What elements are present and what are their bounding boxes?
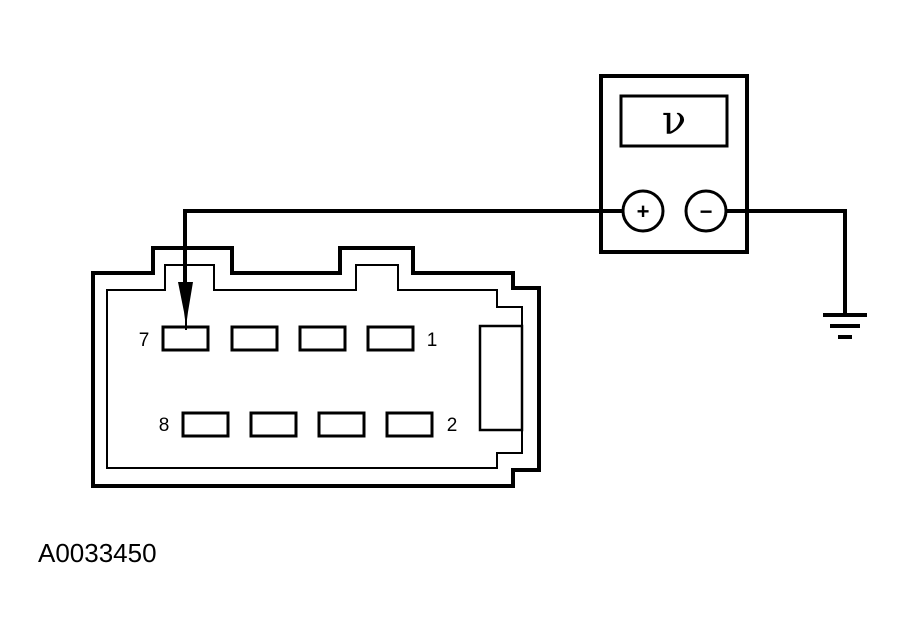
pin-label-1: 1: [427, 330, 438, 351]
connector-cavity: [106, 264, 523, 469]
test-probe-tip: [178, 282, 193, 327]
connector-pin: [298, 325, 347, 352]
pin-label-7: 7: [139, 330, 150, 351]
connector-pin: [249, 411, 298, 438]
connector-housing: [91, 246, 541, 488]
connector-pin: [317, 411, 366, 438]
connector-lock-tab: [478, 324, 524, 432]
connector-pin-1: [366, 325, 415, 352]
voltmeter-symbol: ν: [662, 98, 686, 144]
ground-icon: [823, 313, 867, 339]
connector-pin-8: [181, 411, 230, 438]
figure-id-label: A0033450: [38, 538, 157, 568]
pin-label-8: 8: [159, 415, 170, 436]
positive-test-lead: [183, 209, 623, 290]
negative-test-lead: [726, 209, 847, 313]
multimeter-body: [599, 74, 749, 254]
connector-pin-7: [161, 325, 210, 352]
negative-terminal-label: −: [700, 199, 713, 224]
meter-display: [619, 94, 729, 148]
connector-pin: [230, 325, 279, 352]
positive-terminal-label: +: [637, 199, 650, 224]
pin-label-2: 2: [447, 415, 458, 436]
connector-pin-2: [385, 411, 434, 438]
